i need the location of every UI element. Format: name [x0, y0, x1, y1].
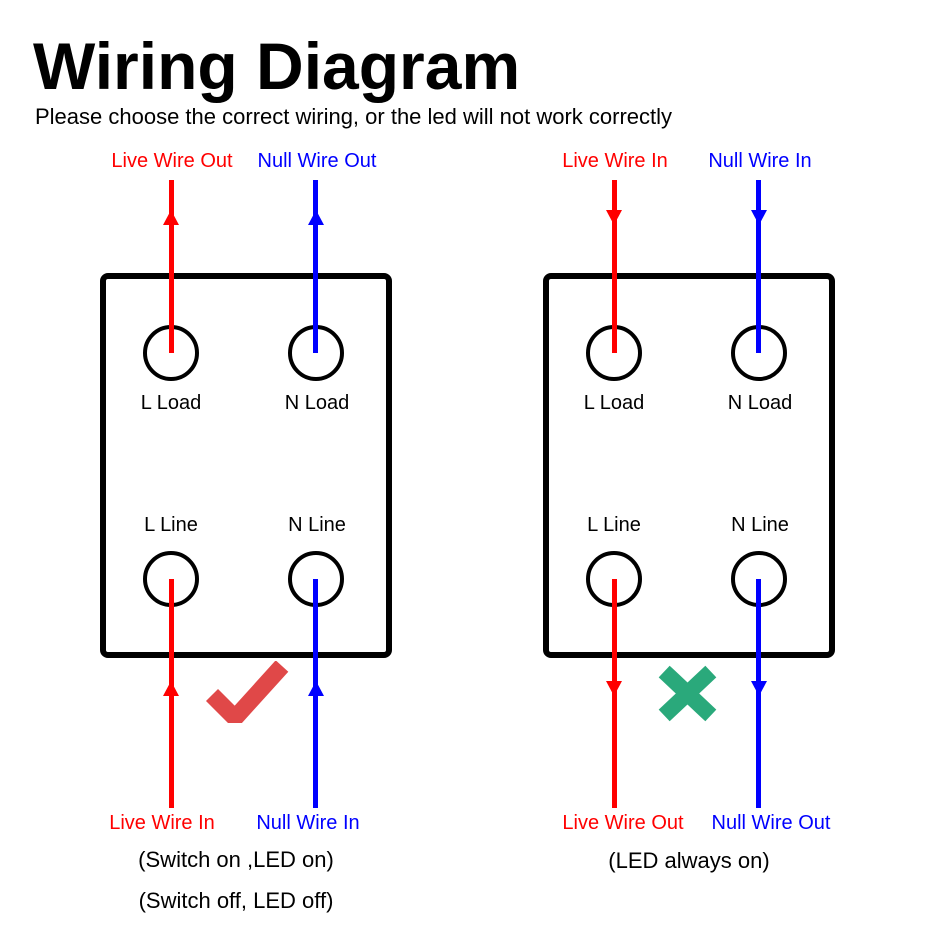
caption-switch-off: (Switch off, LED off)	[138, 888, 334, 913]
terminal-label-n-load: N Load	[284, 392, 350, 414]
terminal-label-l-load: L Load	[583, 392, 645, 414]
diagram-incorrect-wiring: Live Wire In Null Wire In L Load N Load …	[443, 0, 918, 950]
terminal-label-l-line: L Line	[587, 514, 641, 536]
null-wire-top-segment	[756, 180, 761, 353]
arrow-down-icon	[606, 681, 622, 696]
terminal-label-n-line: N Line	[731, 514, 789, 536]
live-wire-top-segment	[612, 180, 617, 353]
switch-box	[100, 273, 392, 658]
caption-led-always-on: (LED always on)	[608, 848, 770, 873]
diagram-correct-wiring: Live Wire Out Null Wire Out L Load N Loa…	[100, 150, 392, 913]
arrow-up-icon	[308, 681, 324, 696]
page-subtitle: Please choose the correct wiring, or the…	[35, 104, 673, 129]
arrow-down-icon	[751, 681, 767, 696]
arrow-up-icon	[163, 681, 179, 696]
terminal-label-l-load: L Load	[140, 392, 202, 414]
terminal-label-n-load: N Load	[727, 392, 793, 414]
live-wire-out-bottom-label: Live Wire Out	[562, 812, 684, 834]
caption-switch-on: (Switch on ,LED on)	[138, 847, 334, 872]
live-wire-in-bottom-label: Live Wire In	[109, 812, 215, 834]
arrow-up-icon	[163, 210, 179, 225]
arrow-down-icon	[606, 210, 622, 225]
check-mark-icon	[205, 661, 289, 723]
arrow-down-icon	[751, 210, 767, 225]
terminal-label-l-line: L Line	[144, 514, 198, 536]
cross-mark-icon	[658, 665, 717, 722]
page-title: Wiring Diagram	[33, 29, 521, 103]
null-wire-in-bottom-label: Null Wire In	[256, 812, 360, 834]
arrow-up-icon	[308, 210, 324, 225]
terminal-label-n-line: N Line	[288, 514, 346, 536]
switch-box	[543, 273, 835, 658]
null-wire-out-bottom-label: Null Wire Out	[711, 812, 831, 834]
null-wire-in-top-label: Null Wire In	[708, 150, 812, 172]
live-wire-top-segment	[169, 180, 174, 353]
null-wire-top-segment	[313, 180, 318, 353]
live-wire-in-top-label: Live Wire In	[562, 150, 668, 172]
null-wire-out-top-label: Null Wire Out	[257, 150, 377, 172]
live-wire-out-top-label: Live Wire Out	[111, 150, 233, 172]
